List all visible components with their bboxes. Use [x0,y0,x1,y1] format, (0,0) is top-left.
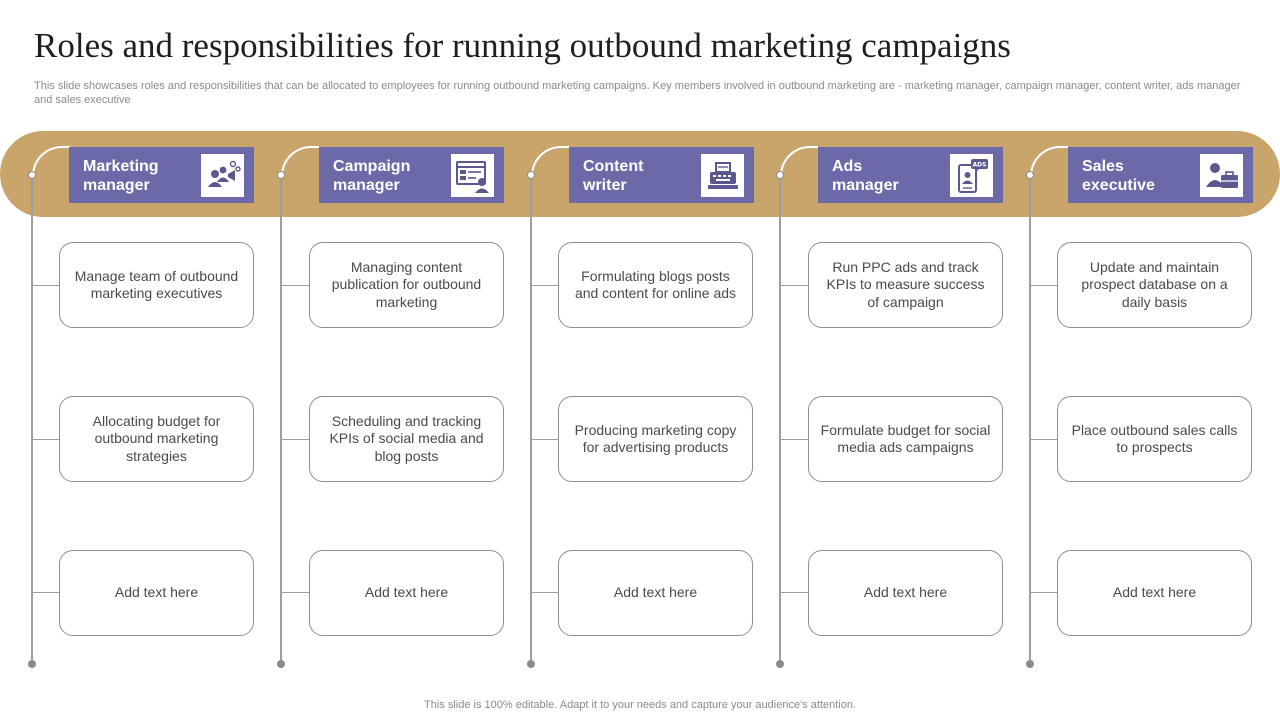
branch-line [1030,285,1058,286]
branch-line [531,439,559,440]
task-card: Add text here [309,550,504,636]
branch-line [780,285,808,286]
connector-line [31,175,33,664]
task-card: Run PPC ads and track KPIs to measure su… [808,242,1003,328]
svg-text:ADS: ADS [972,161,986,168]
typewriter-icon [701,154,744,197]
connector-end-dot [277,660,285,668]
connector-end-dot [527,660,535,668]
task-card: Add text here [808,550,1003,636]
connector-dot [28,171,36,179]
task-card: Add text here [1057,550,1252,636]
team-megaphone-icon [201,154,244,197]
branch-line [32,592,60,593]
task-card: Formulating blogs posts and content for … [558,242,753,328]
task-card: Manage team of outbound marketing execut… [59,242,254,328]
task-card: Update and maintain prospect database on… [1057,242,1252,328]
task-card: Producing marketing copy for advertising… [558,396,753,482]
connector-dot [527,171,535,179]
connector-end-dot [28,660,36,668]
branch-line [32,439,60,440]
branch-line [281,285,309,286]
task-card: Managing content publication for outboun… [309,242,504,328]
branch-line [780,439,808,440]
sales-briefcase-icon [1200,154,1243,197]
connector-line [779,175,781,664]
campaign-screen-icon [451,154,494,197]
connector-line [280,175,282,664]
connector-dot [1026,171,1034,179]
task-card: Place outbound sales calls to prospects [1057,396,1252,482]
branch-line [531,592,559,593]
footer-note: This slide is 100% editable. Adapt it to… [424,699,856,711]
connector-dot [277,171,285,179]
connector-dot [776,171,784,179]
branch-line [281,592,309,593]
connector-end-dot [776,660,784,668]
task-card: Scheduling and tracking KPIs of social m… [309,396,504,482]
branch-line [32,285,60,286]
branch-line [1030,592,1058,593]
task-card: Allocating budget for outbound marketing… [59,396,254,482]
branch-line [531,285,559,286]
task-card: Add text here [59,550,254,636]
branch-line [281,439,309,440]
connector-line [1029,175,1031,664]
task-card: Add text here [558,550,753,636]
slide-title: Roles and responsibilities for running o… [34,26,1011,65]
slide-subtitle: This slide showcases roles and responsib… [34,80,1241,106]
ads-phone-icon: ADS [950,154,993,197]
branch-line [780,592,808,593]
connector-line [530,175,532,664]
branch-line [1030,439,1058,440]
connector-end-dot [1026,660,1034,668]
task-card: Formulate budget for social media ads ca… [808,396,1003,482]
